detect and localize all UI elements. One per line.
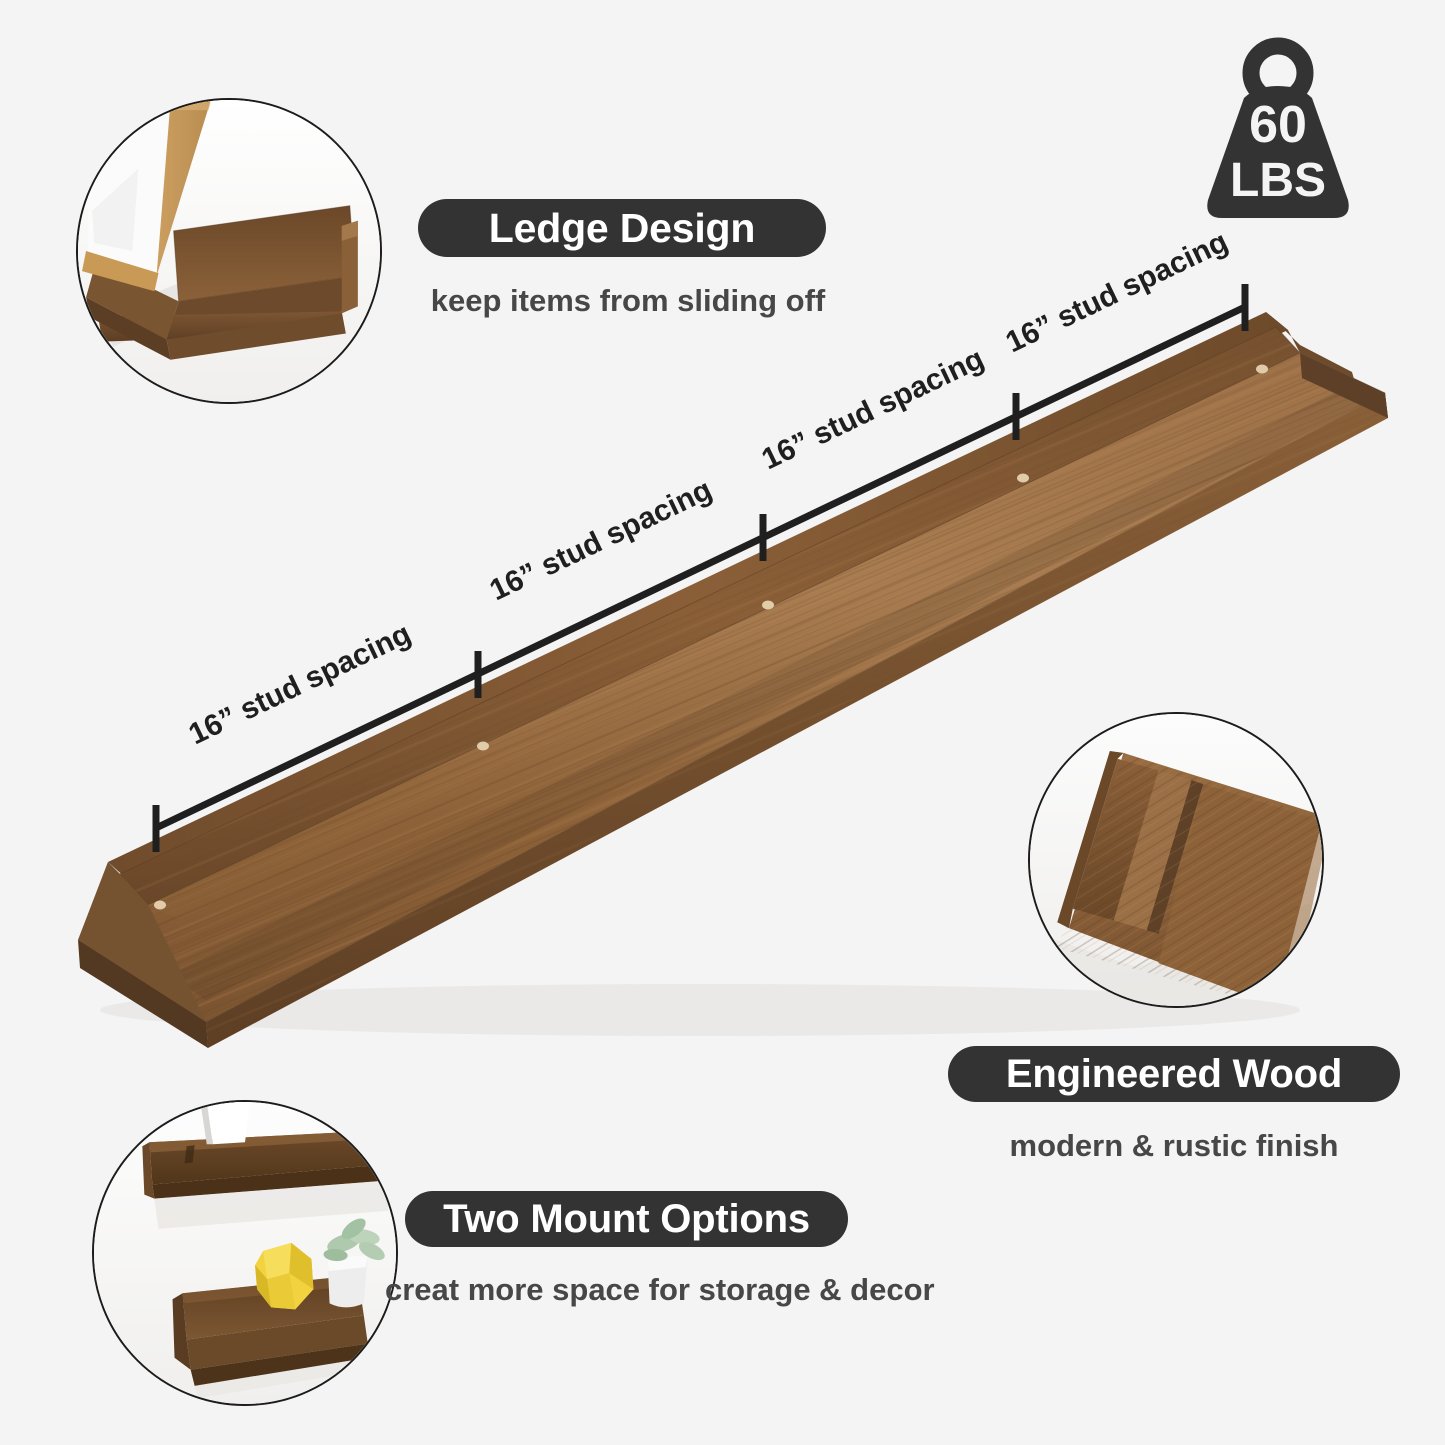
inset-photo-two-mount-options xyxy=(92,1100,398,1406)
succulent-in-white-pot xyxy=(323,1218,385,1308)
callout-title-wood: Engineered Wood xyxy=(948,1046,1400,1102)
upper-shelf-inverted xyxy=(142,1130,388,1229)
weight-icon xyxy=(1207,37,1349,218)
weight-value: 60 xyxy=(1249,96,1307,154)
inset-photo-ledge-design xyxy=(76,98,382,404)
callout-title-mount: Two Mount Options xyxy=(405,1191,848,1247)
shelf-right-end xyxy=(1266,312,1388,418)
callout-subtitle-ledge: keep items from sliding off xyxy=(430,283,826,318)
weight-capacity-badge: 60 LBS xyxy=(1198,36,1358,226)
weight-unit: LBS xyxy=(1230,154,1326,207)
shelf-left-end xyxy=(78,862,208,1048)
yellow-faceted-vase xyxy=(255,1242,314,1310)
callout-subtitle-mount: creat more space for storage & decor xyxy=(385,1272,935,1307)
inset-photo-engineered-wood xyxy=(1028,712,1324,1008)
callout-title-ledge: Ledge Design xyxy=(418,199,826,257)
callout-subtitle-wood: modern & rustic finish xyxy=(1009,1128,1339,1163)
